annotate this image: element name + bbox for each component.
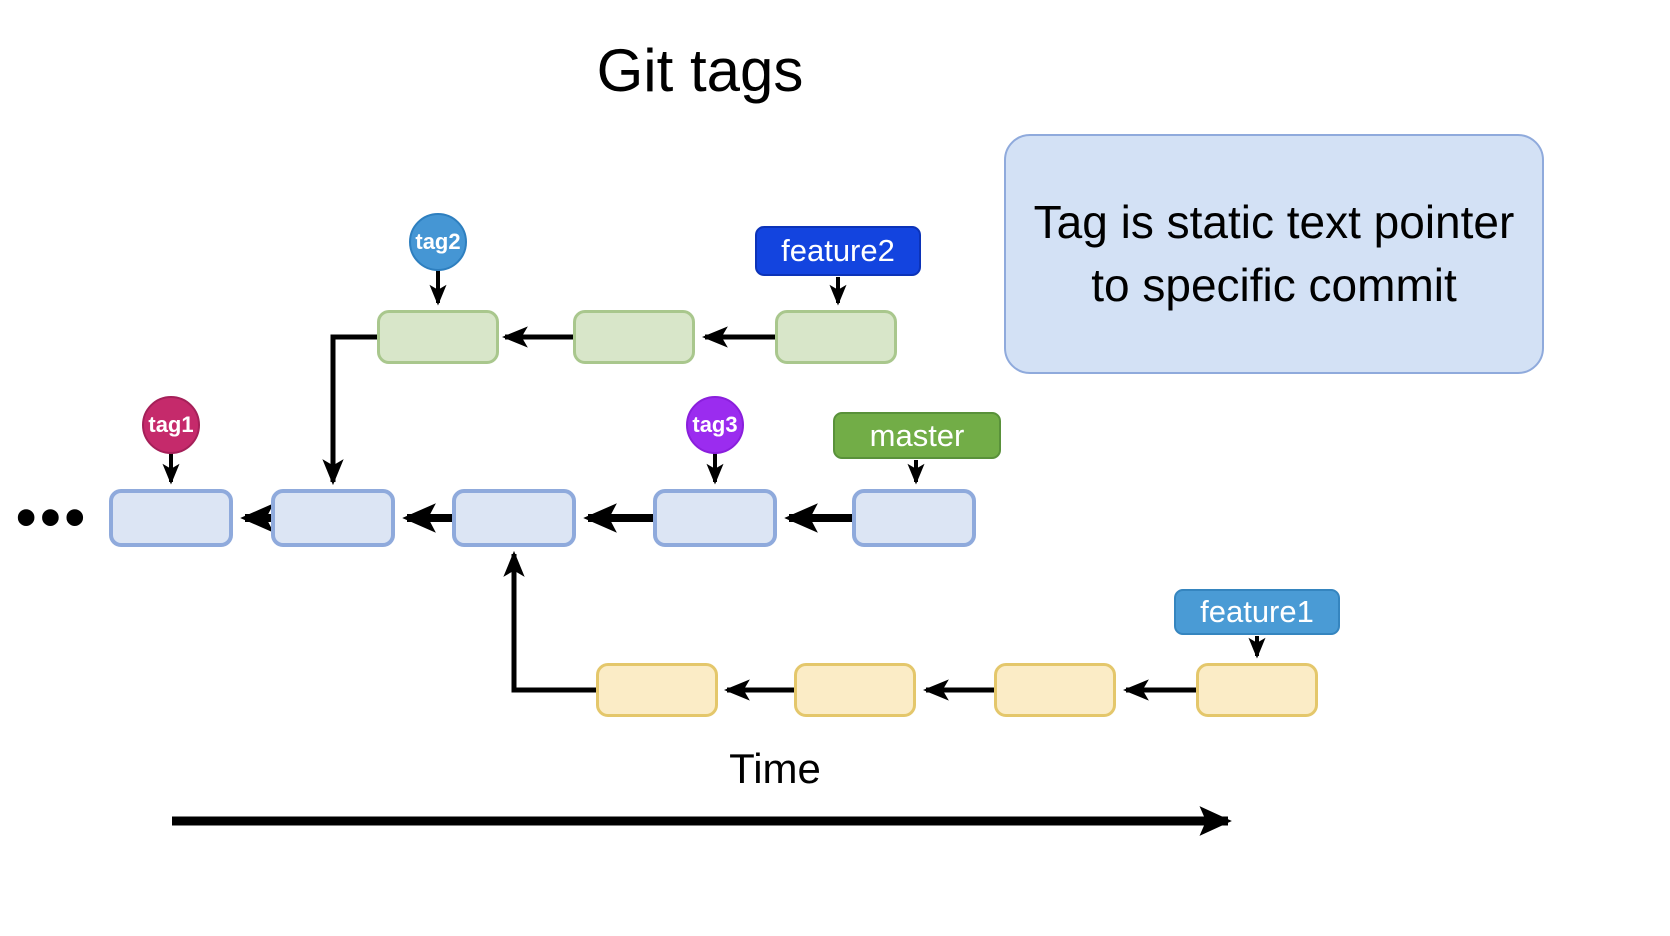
commit-node-main-1[interactable]: [109, 489, 233, 547]
orange-branch-merge-connector: [503, 550, 596, 693]
tag-bubble-label: tag1: [148, 412, 194, 437]
commit-node-main-5[interactable]: [852, 489, 976, 547]
tag-bubble-label: tag2: [415, 229, 461, 254]
green-branch-merge-connector: [322, 334, 377, 486]
commit-node-orange-2[interactable]: [794, 663, 916, 717]
branch-label-text: feature1: [1200, 594, 1314, 629]
commit-node-orange-4[interactable]: [1196, 663, 1318, 717]
callout-text: Tag is static text pointer to specific c…: [1033, 196, 1515, 311]
page-title: Git tags: [596, 37, 804, 104]
commit-node-orange-3[interactable]: [994, 663, 1116, 717]
callout-box: Tag is static text pointer to specific c…: [1004, 134, 1544, 374]
branch-label-feature1[interactable]: feature1: [1174, 589, 1340, 635]
branch-label-master[interactable]: master: [833, 412, 1001, 459]
tag-bubble-label: tag3: [692, 412, 738, 437]
tag-bubble-tag3[interactable]: tag3: [686, 396, 744, 454]
branch-label-feature2[interactable]: feature2: [755, 226, 921, 276]
commit-node-main-4[interactable]: [653, 489, 777, 547]
commit-node-green-1[interactable]: [377, 310, 499, 364]
commit-node-main-2[interactable]: [271, 489, 395, 547]
branch-label-text: feature2: [781, 233, 895, 268]
commit-node-orange-1[interactable]: [596, 663, 718, 717]
commit-node-main-3[interactable]: [452, 489, 576, 547]
tag-bubble-tag1[interactable]: tag1: [142, 396, 200, 454]
time-axis-label: Time: [729, 745, 821, 792]
ellipsis-indicator: •••: [16, 485, 89, 550]
commit-node-green-3[interactable]: [775, 310, 897, 364]
branch-label-text: master: [869, 417, 965, 453]
commit-node-green-2[interactable]: [573, 310, 695, 364]
tag-bubble-tag2[interactable]: tag2: [409, 213, 467, 271]
